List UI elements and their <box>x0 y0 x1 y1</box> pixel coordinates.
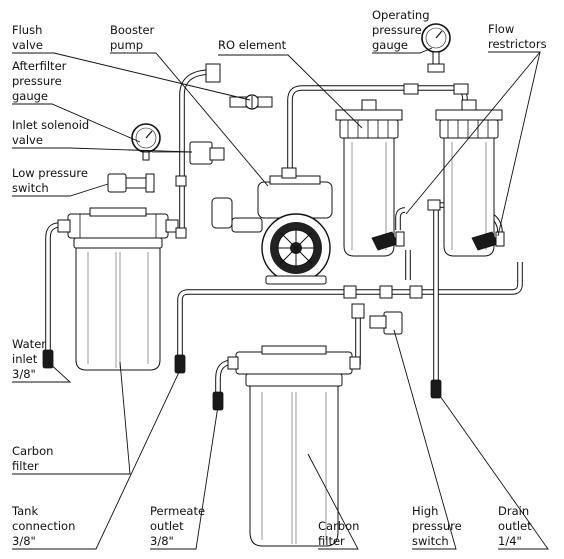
label-carbon-filter-bottom-l2: filter <box>318 534 345 548</box>
label-booster-pump: Booster pump <box>110 23 155 52</box>
label-operating-gauge-l2: pressure <box>372 23 422 37</box>
label-flow-restrictors: Flow restrictors <box>488 22 547 51</box>
label-low-pressure-switch: Low pressure switch <box>12 166 88 195</box>
label-afterfilter-gauge-l1: Afterfilter <box>12 59 67 73</box>
label-afterfilter-gauge-l2: pressure <box>12 74 62 88</box>
leader-lines <box>12 47 549 550</box>
operating-pressure-gauge <box>421 23 451 73</box>
label-flush-valve-l1: Flush <box>12 23 42 37</box>
label-carbon-filter-left-l1: Carbon <box>12 444 53 458</box>
carbon-filter-left <box>57 207 179 371</box>
label-high-pressure-switch-l3: switch <box>412 534 449 548</box>
label-tank-connection-l3: 3/8" <box>12 534 36 548</box>
label-tank-connection-l1: Tank <box>11 504 38 518</box>
ro-housing-2 <box>435 99 503 257</box>
label-inlet-solenoid-l1: Inlet solenoid <box>12 118 89 132</box>
label-permeate-outlet-l3: 3/8" <box>150 534 174 548</box>
label-booster-pump-l1: Booster <box>110 23 155 37</box>
label-tank-connection-l2: connection <box>12 519 75 533</box>
high-pressure-switch <box>369 311 403 335</box>
label-drain-outlet-l2: outlet <box>498 519 532 533</box>
label-permeate-outlet-l2: outlet <box>150 519 184 533</box>
flush-valve <box>205 63 273 110</box>
label-ro-element: RO element <box>218 38 287 52</box>
label-inlet-solenoid: Inlet solenoid valve <box>12 118 89 147</box>
label-operating-gauge-l1: Operating <box>372 8 430 22</box>
label-flow-restrictors-l2: restrictors <box>488 37 547 51</box>
label-drain-outlet: Drain outlet 1/4" <box>498 504 532 548</box>
label-operating-gauge-l3: gauge <box>372 38 408 52</box>
label-tank-connection: Tank connection 3/8" <box>11 504 75 548</box>
label-permeate-outlet-l1: Permeate <box>150 504 205 518</box>
label-flush-valve: Flush valve <box>12 23 43 52</box>
label-afterfilter-gauge: Afterfilter pressure gauge <box>12 59 67 103</box>
label-carbon-filter-bottom-l1: Carbon <box>318 519 359 533</box>
label-carbon-filter-left: Carbon filter <box>12 444 53 473</box>
carbon-filter-bottom <box>227 345 361 547</box>
label-carbon-filter-bottom: Carbon filter <box>318 519 359 548</box>
label-low-pressure-switch-l2: switch <box>12 181 49 195</box>
label-flow-restrictors-l1: Flow <box>488 22 514 36</box>
label-permeate-outlet: Permeate outlet 3/8" <box>150 504 205 548</box>
label-high-pressure-switch: High pressure switch <box>412 504 462 548</box>
booster-pump <box>211 167 333 285</box>
label-drain-outlet-l3: 1/4" <box>498 534 522 548</box>
label-drain-outlet-l1: Drain <box>498 504 529 518</box>
afterfilter-pressure-gauge <box>131 123 161 161</box>
flow-restrictors <box>395 231 505 247</box>
label-booster-pump-l2: pump <box>110 38 143 52</box>
label-flush-valve-l2: valve <box>12 38 43 52</box>
label-low-pressure-switch-l1: Low pressure <box>12 166 88 180</box>
label-high-pressure-switch-l1: High <box>412 504 438 518</box>
inline-fittings <box>175 83 469 319</box>
outlet-connectors <box>42 349 442 411</box>
label-water-inlet-l3: 3/8" <box>12 367 36 381</box>
ro-housing-1 <box>335 99 403 257</box>
label-water-inlet-l1: Water <box>12 337 46 351</box>
label-operating-gauge: Operating pressure gauge <box>372 8 430 52</box>
label-water-inlet: Water inlet 3/8" <box>12 337 46 381</box>
label-water-inlet-l2: inlet <box>12 352 38 366</box>
low-pressure-switch <box>107 173 155 193</box>
label-inlet-solenoid-l2: valve <box>12 133 43 147</box>
label-high-pressure-switch-l2: pressure <box>412 519 462 533</box>
label-carbon-filter-left-l2: filter <box>12 459 39 473</box>
inlet-solenoid-valve <box>152 141 225 165</box>
label-ro-element-l1: RO element <box>218 38 287 52</box>
label-afterfilter-gauge-l3: gauge <box>12 89 48 103</box>
